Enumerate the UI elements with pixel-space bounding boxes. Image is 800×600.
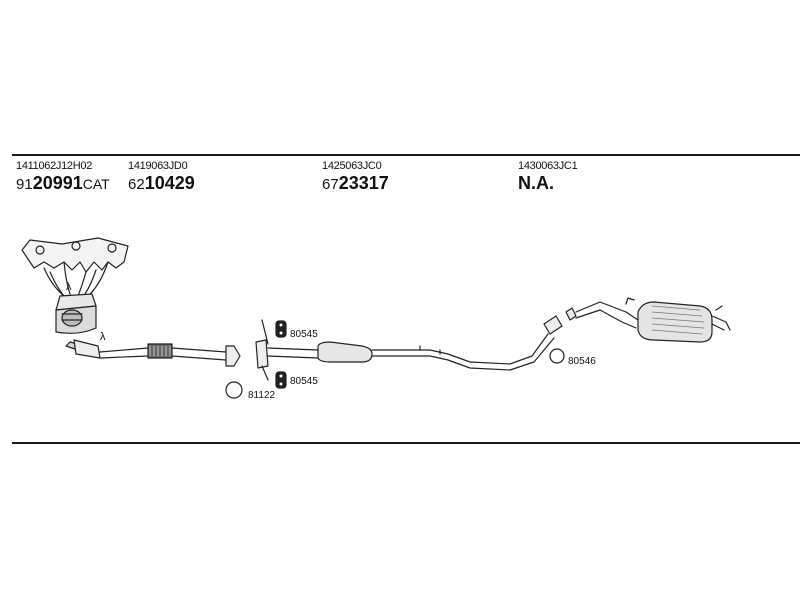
lambda-sensor-label-upper: λ <box>66 281 72 293</box>
manifold-catalyst-drawing <box>21 237 129 334</box>
part-number: N.A. <box>518 173 554 193</box>
part-number: 6210429 <box>128 173 195 193</box>
lambda-sensor-label-lower: λ <box>100 331 106 343</box>
part-number: 6723317 <box>322 173 389 193</box>
oe-number: 1425063JC0 <box>322 160 382 172</box>
callout-label-80545-upper: 80545 <box>290 329 318 340</box>
oe-number: 1419063JD0 <box>128 160 188 172</box>
callout-label-81122: 81122 <box>248 390 276 401</box>
rubber-mount-upper <box>275 320 287 338</box>
rear-silencer-drawing <box>565 297 731 343</box>
middle-pipe-drawing <box>255 315 563 381</box>
oe-number: 1411062J12H02 <box>16 160 93 172</box>
gasket-ring-rear <box>549 348 565 364</box>
part-catalytic-converter: 1411062J12H02 9120991CAT <box>16 160 110 194</box>
part-front-pipe: 1419063JD0 6210429 <box>128 160 195 194</box>
top-divider <box>12 154 800 156</box>
part-middle-silencer: 1425063JC0 6723317 <box>322 160 389 194</box>
oe-number: 1430063JC1 <box>518 160 578 172</box>
part-rear-silencer: 1430063JC1 N.A. <box>518 160 578 194</box>
part-number: 9120991CAT <box>16 173 110 193</box>
bottom-divider <box>12 442 800 444</box>
rubber-mount-lower <box>275 371 287 389</box>
gasket-ring-front <box>225 381 243 399</box>
front-pipe-drawing <box>65 339 241 367</box>
callout-label-80546: 80546 <box>568 356 596 367</box>
callout-label-80545-lower: 80545 <box>290 376 318 387</box>
